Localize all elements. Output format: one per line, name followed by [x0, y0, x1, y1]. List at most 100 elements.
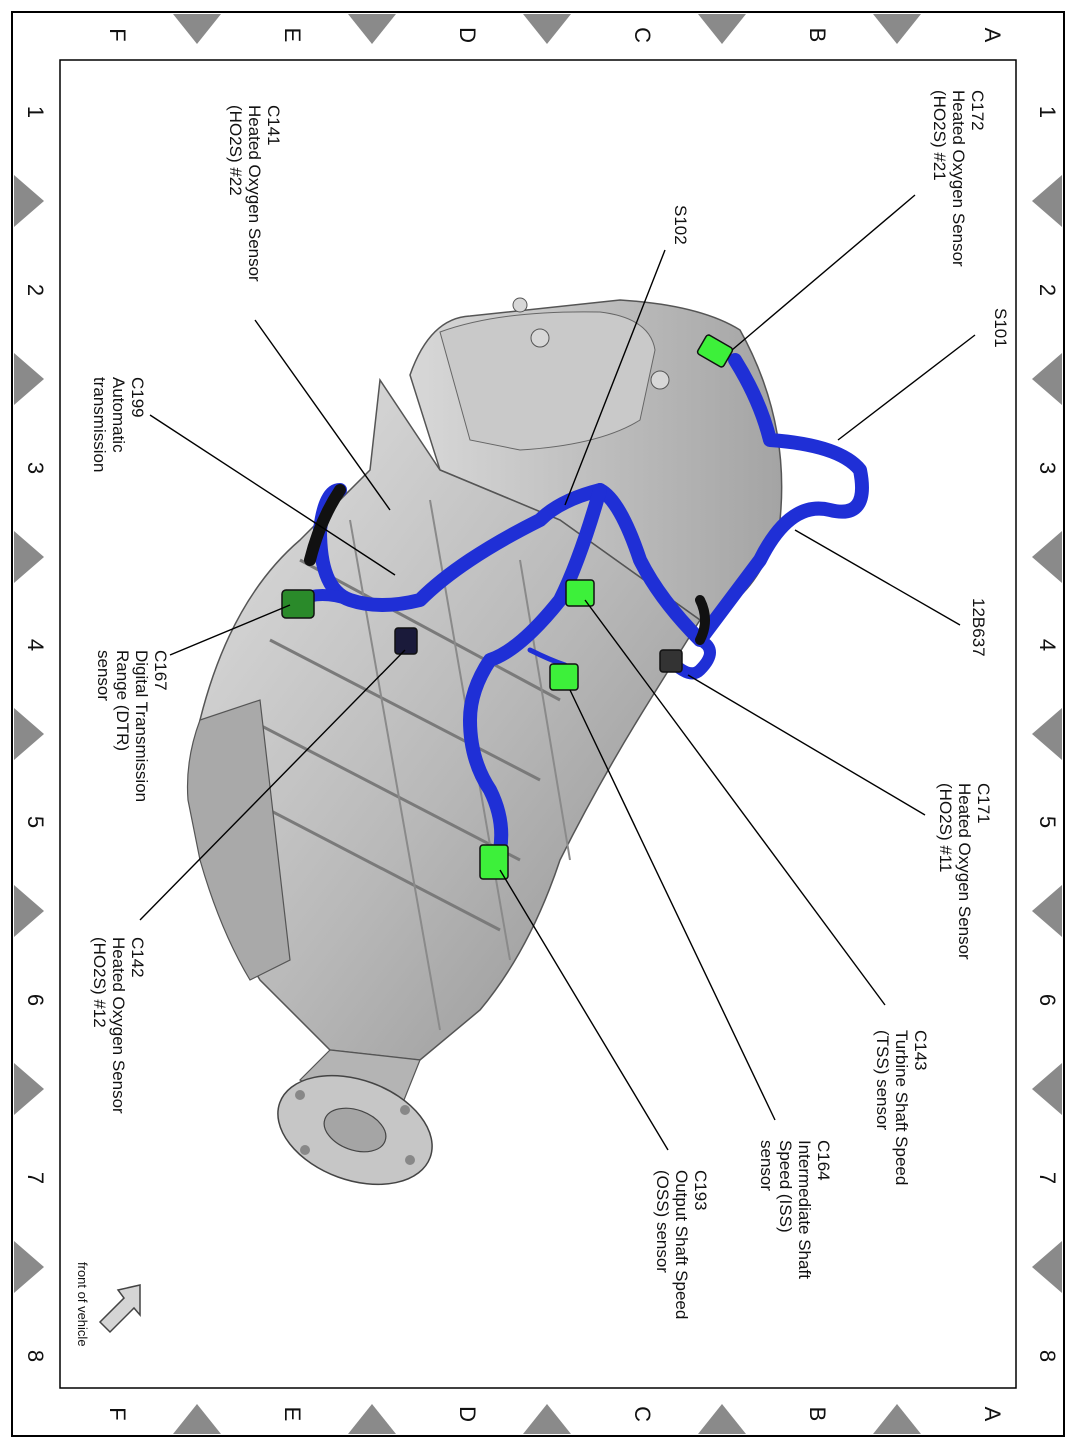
leader-lines: [139, 194, 976, 1151]
col-label-5-left: 5: [23, 816, 48, 828]
oil-pan: [186, 699, 291, 981]
leader-c193: [499, 869, 669, 1151]
callout-line: Range (DTR): [113, 650, 132, 751]
col-labels-right: 1 2 3 4 5 6 7 8: [1035, 106, 1060, 1362]
leader-s102: [564, 249, 666, 506]
flange-bolt: [405, 1155, 415, 1165]
col-labels-left: 1 2 3 4 5 6 7 8: [23, 106, 48, 1362]
callout-line: S102: [671, 205, 690, 245]
front-of-vehicle-indicator: front of vehicle: [75, 1262, 141, 1347]
col-label-8-right: 8: [1035, 1350, 1060, 1362]
row-label-e-top: E: [280, 28, 305, 43]
grid-marker-left: [14, 885, 44, 937]
flange-bolt: [400, 1105, 410, 1115]
callout-line: (OSS) sensor: [653, 1170, 672, 1273]
leader-c172: [731, 194, 916, 351]
grid-marker-right: [1032, 353, 1062, 405]
leader-c199: [149, 414, 396, 576]
callout-line: (HO2S) #22: [226, 105, 245, 196]
transmission-illustration: [186, 297, 783, 1186]
leader-c143: [584, 599, 886, 1006]
callout-line: Heated Oxygen Sensor: [949, 90, 968, 267]
col-label-3-right: 3: [1035, 462, 1060, 474]
callout-c172: C172 Heated Oxygen Sensor (HO2S) #21: [930, 90, 987, 267]
grid-marker-right: [1032, 175, 1062, 227]
row-label-a-bottom: A: [980, 1407, 1005, 1422]
inner-border: [59, 59, 1017, 1389]
grid-marker-left: [14, 1063, 44, 1115]
row-label-e-bottom: E: [280, 1407, 305, 1422]
callout-s102: S102: [671, 205, 690, 245]
callout-c171: C171 Heated Oxygen Sensor (HO2S) #11: [936, 783, 993, 960]
grid-marker-bottom: [173, 1404, 221, 1434]
col-label-4-right: 4: [1035, 639, 1060, 651]
leader-c142: [139, 649, 406, 921]
callout-line: C141: [264, 105, 283, 146]
grid-marker-top: [873, 14, 921, 44]
grid-marker-bottom: [698, 1404, 746, 1434]
row-label-a-top: A: [980, 28, 1005, 43]
callout-line: Turbine Shaft Speed: [892, 1030, 911, 1185]
grid-marker-right: [1032, 708, 1062, 760]
callout-line: C171: [974, 783, 993, 824]
callout-s101: S101: [991, 308, 1010, 348]
grid-markers: [14, 14, 1062, 1434]
grid-marker-bottom: [523, 1404, 571, 1434]
callout-line: C167: [151, 650, 170, 691]
grid-marker-right: [1032, 885, 1062, 937]
grid-marker-left: [14, 1241, 44, 1293]
case-rib: [519, 559, 571, 861]
callout-line: 12B637: [969, 598, 988, 657]
col-label-2-right: 2: [1035, 284, 1060, 296]
grid-marker-left: [14, 531, 44, 583]
col-label-5-right: 5: [1035, 816, 1060, 828]
callout-line: C172: [968, 90, 987, 131]
callout-line: C142: [128, 937, 147, 978]
row-label-d-top: D: [455, 27, 480, 43]
callout-line: (HO2S) #11: [936, 783, 955, 872]
callout-line: Output Shaft Speed: [672, 1170, 691, 1319]
leader-c164: [569, 689, 776, 1121]
row-label-f-bottom: F: [105, 1407, 130, 1420]
callout-c167: C167 Digital Transmission Range (DTR) se…: [94, 650, 170, 802]
col-label-6-right: 6: [1035, 994, 1060, 1006]
callout-line: Heated Oxygen Sensor: [245, 105, 264, 282]
col-label-7-left: 7: [23, 1172, 48, 1184]
grid-marker-bottom: [348, 1404, 396, 1434]
col-label-4-left: 4: [23, 639, 48, 651]
callout-line: C199: [128, 377, 147, 418]
bolt-boss: [512, 297, 528, 313]
connector-c172: [696, 334, 734, 368]
row-labels-bottom: A B C D E F: [105, 1406, 1005, 1422]
callout-line: C143: [911, 1030, 930, 1071]
grid-marker-left: [14, 353, 44, 405]
row-label-d-bottom: D: [455, 1406, 480, 1422]
col-label-2-left: 2: [23, 284, 48, 296]
callout-line: (HO2S) #21: [930, 90, 949, 181]
callout-c193: C193 Output Shaft Speed (OSS) sensor: [653, 1170, 710, 1319]
row-label-b-bottom: B: [805, 1407, 830, 1422]
callout-line: C164: [814, 1140, 833, 1181]
grid-marker-bottom: [873, 1404, 921, 1434]
col-label-3-left: 3: [23, 462, 48, 474]
callout-c142: C142 Heated Oxygen Sensor (HO2S) #12: [90, 937, 147, 1114]
callout-line: Automatic: [109, 377, 128, 453]
row-label-c-top: C: [630, 27, 655, 43]
grid-marker-top: [698, 14, 746, 44]
leader-c167: [169, 604, 291, 656]
grid-marker-right: [1032, 531, 1062, 583]
leader-s101: [837, 334, 976, 441]
connector-c164: [549, 663, 579, 691]
callout-line: Speed (ISS): [776, 1140, 795, 1233]
col-label-8-left: 8: [23, 1350, 48, 1362]
callout-c143: C143 Turbine Shaft Speed (TSS) sensor: [873, 1030, 930, 1185]
col-label-1-left: 1: [23, 106, 48, 118]
callout-line: Intermediate Shaft: [795, 1140, 814, 1279]
callout-line: (TSS) sensor: [873, 1030, 892, 1130]
flange-bolt: [295, 1090, 305, 1100]
grid-marker-left: [14, 175, 44, 227]
callout-line: S101: [991, 308, 1010, 348]
callout-line: (HO2S) #12: [90, 937, 109, 1028]
harness-dark-section: [695, 595, 710, 645]
